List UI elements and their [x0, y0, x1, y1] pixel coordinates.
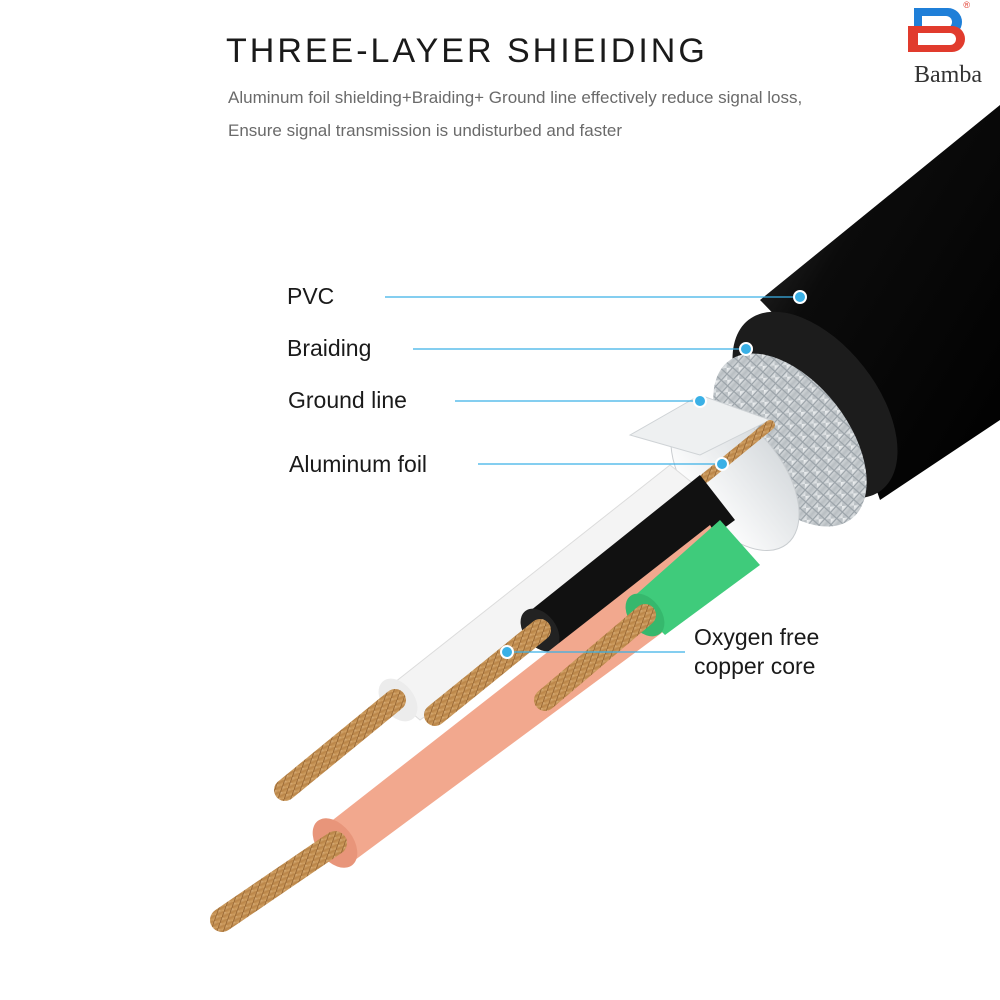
label-aluminum-foil: Aluminum foil	[289, 451, 428, 477]
aluminum-foil-marker-dot	[715, 457, 729, 471]
subtitle-line-1: Aluminum foil shielding+Braiding+ Ground…	[228, 88, 803, 107]
copper-core-marker-dot	[500, 645, 514, 659]
braiding-marker-dot	[739, 342, 753, 356]
wire-green-copper	[534, 604, 656, 711]
brand-name: Bamba	[914, 62, 982, 88]
wire-pink-copper	[210, 831, 347, 932]
wire-black	[525, 475, 735, 650]
registered-mark: ®	[963, 0, 970, 10]
label-copper-core-line-1: Oxygen free	[694, 624, 820, 650]
wire-white-copper	[274, 689, 406, 801]
ground-line-marker-dot	[693, 394, 707, 408]
page-title: THREE-LAYER SHIEIDING	[226, 32, 708, 70]
pvc-jacket	[760, 105, 1000, 500]
brand-logo: ® Bamba	[896, 0, 1000, 92]
label-copper-core-line-2: copper core	[694, 653, 816, 679]
ground-line-wire	[700, 420, 775, 483]
pvc-marker-dot	[793, 290, 807, 304]
label-pvc: PVC	[287, 283, 335, 309]
label-braiding: Braiding	[287, 335, 372, 361]
wire-green	[630, 520, 760, 635]
label-ground-line: Ground line	[288, 387, 407, 413]
subtitle-line-2: Ensure signal transmission is undisturbe…	[228, 121, 623, 140]
wire-black-copper	[424, 619, 551, 726]
brand-mark-icon	[908, 8, 965, 52]
